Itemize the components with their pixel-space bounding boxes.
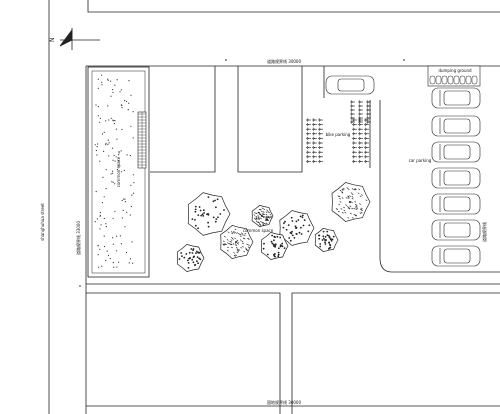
boundary-bottom-label: 国地规界线 30000 (267, 399, 301, 405)
tree-icon (261, 232, 289, 260)
tree-icon (331, 182, 371, 222)
building-upper-left (150, 66, 216, 173)
dumping-ground-label: dumping ground (438, 68, 472, 73)
site-outline (48, 0, 500, 414)
parked-car (431, 141, 481, 163)
bike-slot (306, 136, 323, 141)
parked-car (431, 167, 481, 189)
bike-slot (306, 150, 323, 154)
street-name-label: shanghuhua street (40, 203, 45, 241)
bike-slot (352, 136, 369, 141)
boundary-right-label: 道路规界线 (481, 222, 487, 242)
common-space-left (87, 66, 150, 278)
bike-slot (352, 118, 369, 122)
tree-icon (279, 210, 315, 246)
bike-slot (352, 122, 369, 127)
bike-slot (352, 155, 369, 159)
bike-parking-label: bike parking (326, 132, 351, 137)
tree-icon (177, 244, 205, 272)
boundary-top-label: 道路规界线 30000 (267, 58, 301, 64)
bike-slot (352, 150, 369, 154)
building-lower-left (86, 292, 281, 414)
north-label: N (49, 38, 56, 43)
parked-car (431, 115, 481, 137)
bike-slot (306, 145, 323, 150)
bike-slot (306, 122, 323, 127)
tree-icon (251, 204, 274, 228)
bike-slot (352, 127, 369, 131)
car-parking-label: car parking (409, 158, 432, 163)
bike-slot (352, 141, 369, 145)
car-top-entrance (325, 75, 375, 95)
top-edge-building (87, 0, 500, 13)
car-parking-area (323, 66, 500, 273)
parked-car (431, 193, 481, 215)
central-garden (177, 182, 371, 272)
bike-slot (306, 155, 323, 159)
bike-slot (352, 145, 369, 150)
parked-car (431, 87, 481, 109)
lawn-dots (94, 74, 135, 268)
parked-car (431, 219, 481, 241)
bike-parking-spaces (306, 100, 371, 164)
bike-slot (306, 118, 323, 122)
buildings (86, 66, 500, 414)
car-parking-spaces (431, 87, 481, 267)
common-space-left-label: common space (116, 156, 121, 187)
common-space-center-label: common space (243, 228, 274, 233)
bike-slot (306, 141, 323, 145)
tree-icon (220, 225, 254, 259)
boundary-left-label: 道路规界线 33000 (75, 221, 81, 255)
bike-slot (352, 159, 369, 164)
lane-arrows (350, 100, 371, 124)
survey-markers (79, 59, 405, 287)
bike-slot (306, 127, 323, 131)
bike-slot (306, 159, 323, 164)
bike-slot (352, 132, 369, 136)
tree-icon (187, 192, 231, 236)
building-lower-right (291, 292, 500, 414)
tree-icon (314, 227, 339, 253)
parked-car (431, 245, 481, 267)
dumping-ground (427, 65, 481, 87)
bike-slot (306, 132, 323, 136)
north-arrow-icon (59, 28, 100, 50)
building-upper-middle (237, 66, 303, 173)
